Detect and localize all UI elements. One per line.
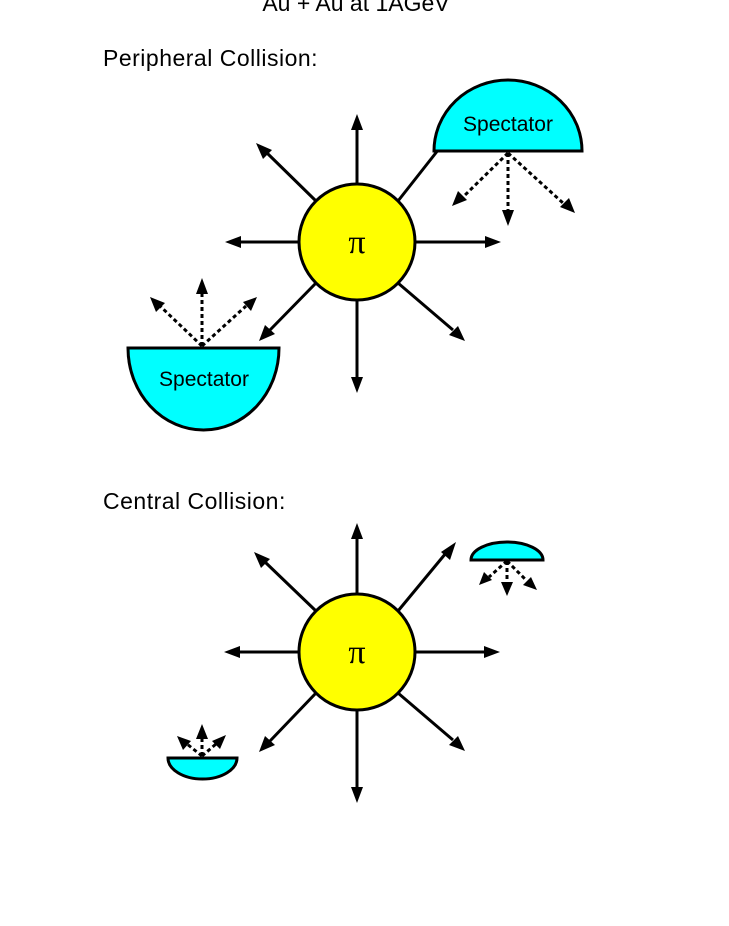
- central-fireball: [297, 592, 417, 712]
- spectator-lower-label: Spectator: [159, 368, 249, 391]
- central-spectator-lower: [166, 756, 239, 781]
- peripheral-fireball: [297, 182, 417, 302]
- central-spectator-upper: [469, 540, 545, 562]
- central-heading: Central Collision:: [103, 488, 286, 514]
- spectator-upper-fragments: [452, 151, 575, 226]
- peripheral-pi-symbol: π: [348, 224, 365, 261]
- pion-arrow-downleft: [268, 691, 318, 743]
- spectator-upper-label: Spectator: [463, 113, 553, 136]
- spectator-upper: [432, 78, 584, 153]
- central-spectator-lower-fragments: [177, 724, 226, 758]
- central-pion-arrows: [224, 523, 500, 803]
- pion-arrow-upleft: [263, 560, 318, 613]
- pion-arrow-upright: [396, 552, 448, 612]
- spectator-lower: [126, 346, 281, 432]
- pion-arrow-downleft: [268, 281, 318, 332]
- central-spectator-upper-fragments: [479, 559, 537, 596]
- pion-arrow-downright: [397, 281, 454, 332]
- pion-arrow-downright: [397, 691, 454, 742]
- central-pi-symbol: π: [348, 634, 365, 671]
- spectator-lower-fragments: [150, 278, 257, 348]
- pion-arrow-upleft: [265, 151, 318, 203]
- peripheral-heading: Peripheral Collision:: [103, 45, 318, 71]
- diagram-title: Au + Au at 1AGeV: [262, 0, 450, 16]
